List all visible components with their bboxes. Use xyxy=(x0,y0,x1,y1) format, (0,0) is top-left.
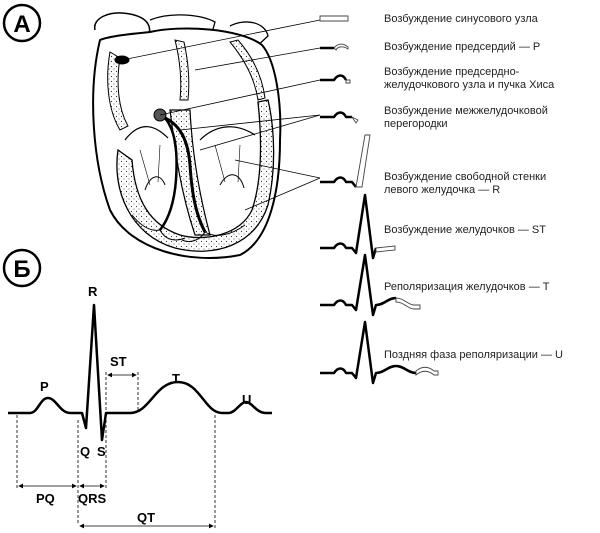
stage-5-active-segment-icon xyxy=(355,134,371,188)
stage-4-ecg-trace-icon xyxy=(320,111,352,119)
stage-caption-1-line-1: Возбуждение синусового узла xyxy=(384,13,539,25)
stage-8-ecg-trace-icon xyxy=(320,320,417,385)
stage-caption-2-line-1: Возбуждение предсердий — P xyxy=(384,41,540,53)
interval-markers xyxy=(16,372,216,530)
panel-a-badge: А xyxy=(2,3,42,43)
ecg-waveform: P R Q S T U xyxy=(8,284,272,459)
stage-8-active-segment-icon xyxy=(415,366,439,376)
stage-caption-5-line-2: левого желудочка — R xyxy=(384,184,500,196)
stage-caption-3-line-2: желудочкового узла и пучка Хиса xyxy=(384,79,555,91)
stage-caption-6-line-1: Возбуждение желудочков — ST xyxy=(384,224,546,236)
stage-7-ecg-trace-icon xyxy=(320,253,397,317)
interval-qrs-label: QRS xyxy=(78,491,107,506)
heart-illustration xyxy=(92,12,282,259)
stage-6-ecg-trace-icon xyxy=(320,193,378,260)
stage-caption-5-line-1: Возбуждение свободной стенки xyxy=(384,171,546,183)
stage-7-active-segment-icon xyxy=(395,297,421,310)
interval-st-label: ST xyxy=(110,354,127,369)
wave-u-label: U xyxy=(242,392,251,407)
stage-3-ecg-trace-icon xyxy=(320,74,348,82)
interval-pq-label: PQ xyxy=(36,491,55,506)
stage-6-active-segment-icon xyxy=(375,245,396,253)
stage-caption-3-line-1: Возбуждение предсердно- xyxy=(384,66,520,78)
stage-2-active-segment-icon xyxy=(333,43,349,51)
stage-1-active-segment-icon xyxy=(319,15,349,22)
wave-r-label: R xyxy=(88,284,98,299)
stage-caption-8-line-1: Поздняя фаза реполяризации — U xyxy=(384,349,563,361)
stage-icons xyxy=(319,15,439,385)
wave-s-label: S xyxy=(97,444,106,459)
panel-b-label: Б xyxy=(13,256,30,283)
stage-caption-4-line-1: Возбуждение межжелудочковой xyxy=(384,105,548,117)
interval-qt-label: QT xyxy=(137,510,155,525)
wave-q-label: Q xyxy=(80,444,90,459)
leader-lines xyxy=(121,19,321,211)
stage-4-active-segment-icon xyxy=(350,115,359,124)
interval-labels: ST PQ QRS QT xyxy=(36,354,155,525)
wave-t-label: T xyxy=(172,371,180,386)
stage-5-ecg-trace-icon xyxy=(320,176,357,188)
panel-a-label: А xyxy=(13,11,30,38)
wave-p-label: P xyxy=(40,379,49,394)
stage-3-active-segment-icon xyxy=(345,79,351,84)
stage-caption-7-line-1: Реполяризация желудочков — T xyxy=(384,281,550,293)
panel-b-badge: Б xyxy=(2,248,42,288)
stage-caption-4-line-2: перегородки xyxy=(384,118,448,130)
